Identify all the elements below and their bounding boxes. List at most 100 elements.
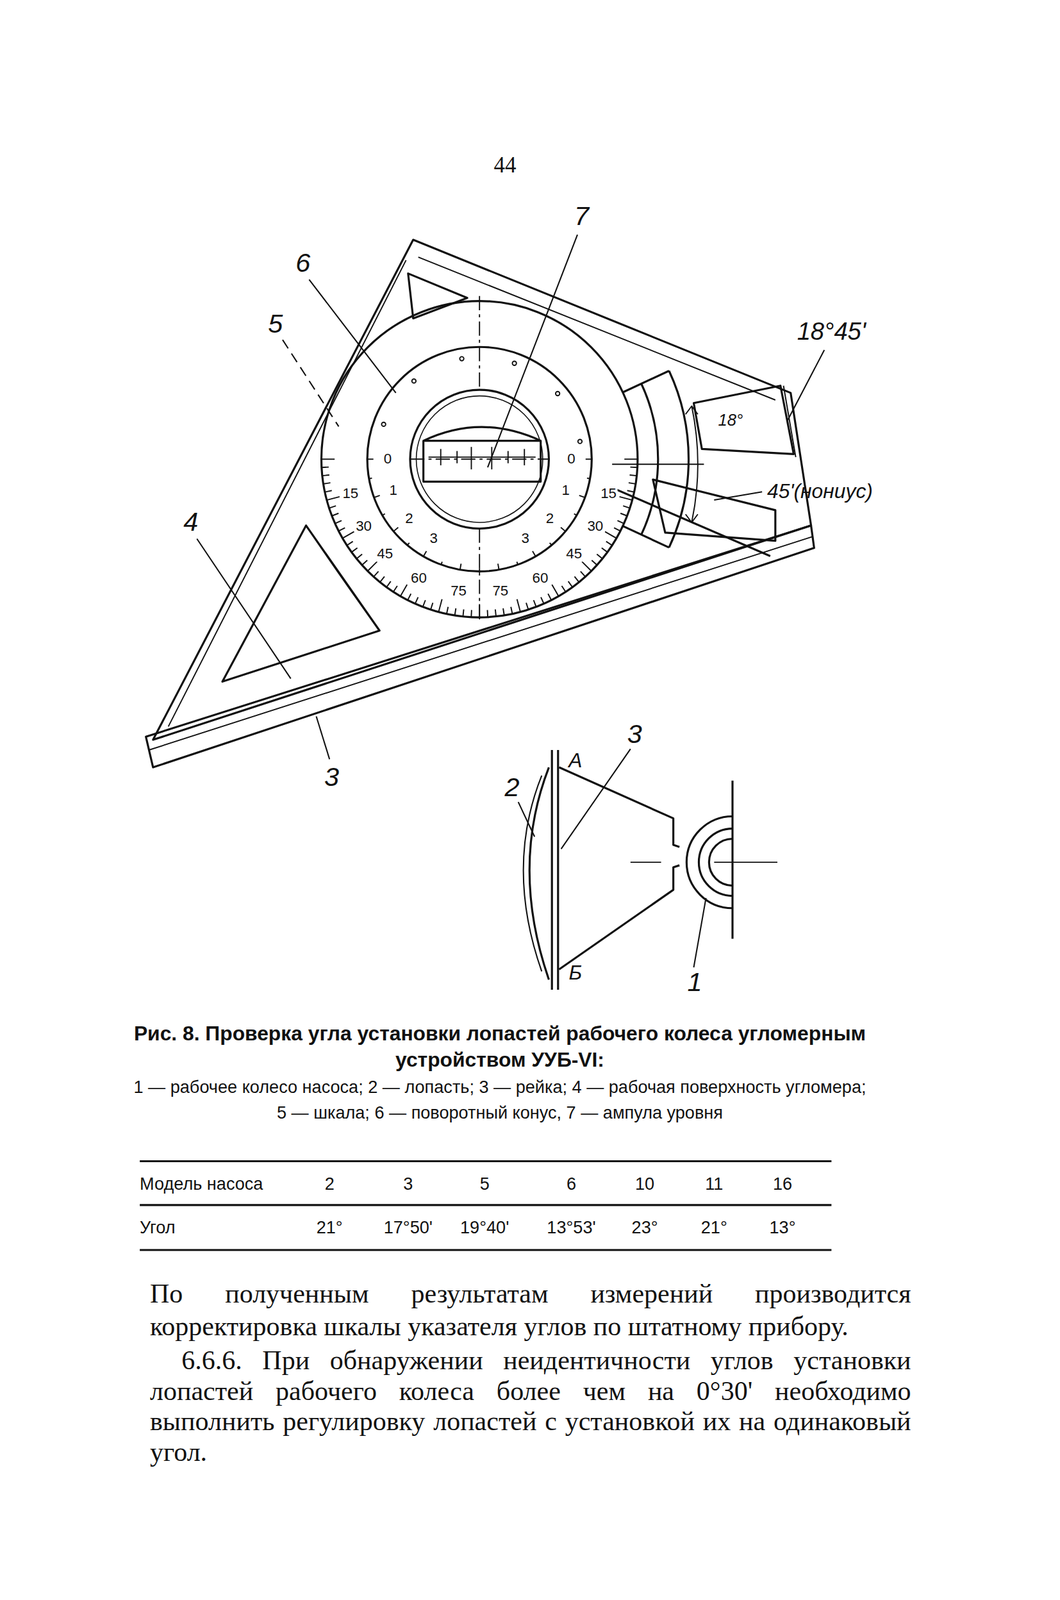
scale-number: 30 [354,517,373,535]
scale-tick [356,554,363,559]
arrow [685,513,698,523]
scale-tick [629,466,638,468]
vernier-edge [622,526,670,548]
callout-number: 2 [505,772,520,804]
table-cell: 21° [701,1217,728,1238]
scale-number: 75 [490,582,510,600]
scale-tick [503,608,505,616]
scale-number: 60 [409,569,429,587]
callout-number: 7 [574,201,589,232]
vernier-line [612,487,771,557]
scale-tick [560,527,566,532]
scale-tick [324,490,332,492]
scale-tick [549,542,552,546]
callout-number: 5 [267,308,283,340]
point-label: Б [568,960,582,985]
table-rules [139,1161,832,1250]
scale-tick [369,477,373,480]
dimension-label: 45'(нониус) [767,478,873,503]
scale-tick [329,505,337,508]
scale-tick [331,513,339,516]
scale-tick [462,609,464,617]
dial-dot [578,439,582,444]
scale-tick [574,576,579,582]
scale-number: 30 [585,517,605,535]
callout-number: 1 [687,967,703,998]
scale-tick [438,599,442,613]
ampoule [423,440,541,482]
ampoule-scale [428,456,536,458]
table-cell: 5 [480,1173,490,1194]
scale-number: 45 [375,545,395,563]
table-cell: 13°53' [546,1217,596,1238]
scale-tick [326,496,340,500]
body-inner-edge [418,256,776,400]
figure-key: 1 — рабочее колесо насоса; 2 — лопасть; … [132,1074,868,1125]
scale-tick [423,551,427,557]
scale-tick [478,568,481,572]
body-paragraph: По полученным результатам измерений прои… [149,1277,912,1343]
table-cell: 10 [635,1173,655,1194]
scale-tick [606,541,613,546]
scale-tick [382,513,386,515]
table-cell: Угол [139,1217,176,1238]
scale-tick [624,458,638,460]
impeller-profile [558,865,680,969]
protractor-body [153,239,812,740]
scale-tick [517,599,521,613]
rail [146,525,815,768]
scale-tick [487,610,489,618]
scale-number: 75 [449,582,468,600]
scale-tick [460,563,462,570]
scale-number: 15 [340,485,360,502]
scale-tick [362,560,368,565]
scale-tick [562,585,566,592]
dimension-line [783,385,796,457]
cone-number: 0 [565,451,577,468]
scale-tick [323,482,331,484]
figure-caption: Рис. 8. Проверка угла установки лопастей… [132,1020,868,1074]
axis-line [478,296,481,390]
scale-number: 60 [530,569,550,587]
scale-tick [374,495,381,498]
blade [529,767,549,980]
scale-tick [367,458,374,460]
scale-tick [591,560,597,565]
blade [523,775,543,972]
angle-wedge [693,385,794,455]
callout-number: 6 [295,248,311,279]
scale-tick [585,458,593,460]
body-inner-edge [168,260,407,727]
table-cell: 6 [566,1173,577,1194]
scale-tick [455,608,457,616]
cone-number: 2 [403,510,415,527]
scale-number: 15 [599,485,618,502]
scale-tick [580,571,586,577]
cone-number: 3 [520,530,531,548]
callout-number: 3 [324,761,340,793]
vernier-line [612,463,704,465]
table-cell: 2 [324,1173,335,1194]
scale-tick [495,609,497,617]
scale-tick [335,520,342,524]
dimension-label: 18°45' [797,317,867,346]
table-cell: 13° [769,1217,796,1238]
scale-tick [568,581,573,588]
cone-number: 1 [387,482,398,500]
scale-tick [574,513,577,515]
dimension-label: 18° [718,410,744,430]
angle-wedge [653,479,776,541]
table-cell: 21° [316,1217,343,1238]
scale-tick [547,593,552,600]
scale-tick [604,531,617,538]
table-cell: 17°50' [383,1217,433,1238]
scale-tick [422,599,426,607]
point-label: А [568,748,582,773]
ampoule-ticks [440,446,525,470]
center-line [630,861,662,863]
dial-dot [459,356,464,361]
vernier-edge [622,370,670,393]
table-cell: 23° [631,1217,659,1238]
arrow [685,406,698,415]
scale-tick [551,584,559,597]
